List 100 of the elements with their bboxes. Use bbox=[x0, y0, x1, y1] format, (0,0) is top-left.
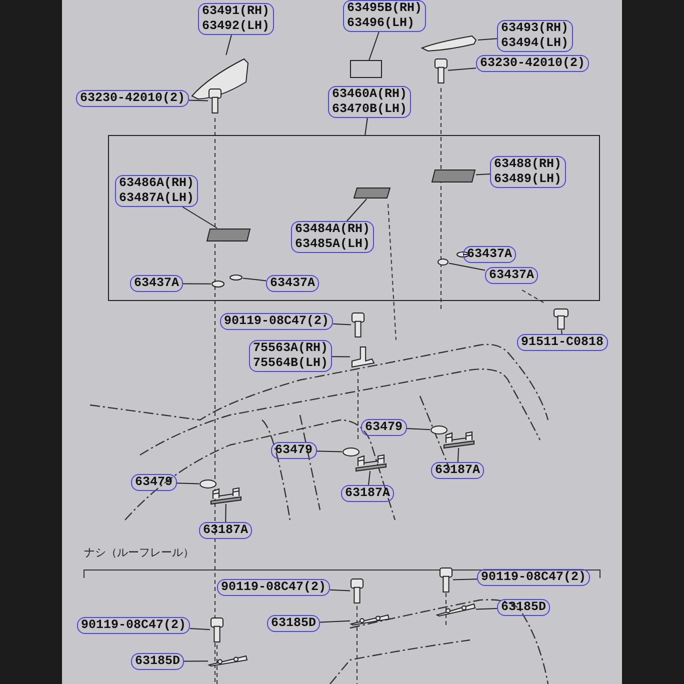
washer-drawing bbox=[437, 258, 449, 266]
callout-outline bbox=[77, 617, 190, 634]
leader-line bbox=[184, 660, 208, 662]
part-number: 63479 bbox=[275, 443, 313, 458]
leader-line bbox=[368, 32, 380, 60]
callout-outline bbox=[361, 419, 407, 436]
leader-line bbox=[182, 206, 218, 228]
leader-line bbox=[332, 356, 350, 358]
part-number: 63185D bbox=[271, 616, 316, 631]
part-number: 63485A(LH) bbox=[295, 237, 370, 252]
callout-outline bbox=[291, 221, 374, 253]
part-number: 63230-42010(2) bbox=[480, 56, 586, 71]
section-note: ナシ（ルーフレール） bbox=[84, 545, 194, 560]
callout-outline bbox=[476, 55, 590, 72]
leader-line bbox=[225, 504, 226, 522]
leader-line bbox=[476, 174, 490, 176]
leader-line bbox=[364, 118, 368, 136]
bracket-drawing bbox=[350, 614, 390, 626]
bolt-drawing bbox=[553, 308, 569, 330]
callout-outline bbox=[497, 599, 550, 616]
callout-outline bbox=[497, 20, 573, 52]
callout-outline bbox=[131, 653, 184, 670]
part-number: 90119-08C47(2) bbox=[81, 618, 186, 633]
leader-line bbox=[320, 620, 350, 623]
leader-line bbox=[561, 330, 562, 334]
leader-line bbox=[368, 470, 371, 486]
part-number: 63470B(LH) bbox=[332, 102, 408, 117]
part-number: 63187A bbox=[435, 463, 480, 478]
leader-line bbox=[478, 38, 498, 40]
part-number: 63492(LH) bbox=[202, 19, 270, 34]
leader-line bbox=[448, 262, 486, 271]
callout-outline bbox=[477, 569, 590, 586]
callout-outline bbox=[130, 275, 184, 292]
part-number: 63185D bbox=[501, 600, 546, 615]
leader-line bbox=[452, 578, 478, 580]
part-number: 63437A bbox=[467, 247, 512, 262]
leader-line bbox=[462, 254, 470, 255]
pad-drawing bbox=[353, 187, 391, 199]
bracket-drawing bbox=[350, 345, 376, 369]
bracket-drawing bbox=[208, 655, 248, 667]
callout-outline bbox=[341, 485, 394, 502]
leader-line bbox=[226, 34, 232, 56]
leader-line bbox=[190, 628, 210, 630]
pad-drawing bbox=[431, 169, 476, 183]
callout-outline bbox=[271, 442, 317, 459]
leader-line bbox=[406, 428, 430, 430]
callout-outline bbox=[328, 86, 412, 118]
callout-outline bbox=[115, 175, 198, 207]
bolt-drawing bbox=[439, 567, 453, 593]
pad-drawing bbox=[206, 228, 251, 242]
callout-outline bbox=[131, 474, 177, 491]
leader-line bbox=[448, 68, 476, 71]
bolt-drawing bbox=[210, 617, 224, 643]
part-number: 63496(LH) bbox=[347, 16, 416, 31]
fastener-drawing bbox=[210, 488, 242, 504]
callout-outline bbox=[220, 313, 334, 330]
part-number: 63479 bbox=[365, 420, 403, 435]
callout-outline bbox=[198, 3, 274, 35]
part-number: 63493(RH) bbox=[501, 21, 569, 36]
part-number: 63437A bbox=[134, 276, 180, 291]
callout-outline bbox=[431, 462, 484, 479]
part-number: 63486A(RH) bbox=[119, 176, 194, 191]
part-number: 63487A(LH) bbox=[119, 191, 194, 206]
leader-line bbox=[330, 589, 350, 592]
part-number: 63437A bbox=[270, 276, 316, 291]
callout-outline bbox=[76, 90, 190, 107]
bolt-drawing bbox=[434, 58, 448, 84]
part-number: 90119-08C47(2) bbox=[224, 314, 330, 329]
leader-line bbox=[346, 198, 368, 222]
washer-drawing bbox=[211, 280, 225, 288]
bolt-drawing bbox=[208, 88, 222, 114]
part-number: 63460A(RH) bbox=[332, 87, 408, 102]
assembly-frame bbox=[108, 135, 600, 301]
part-number: 63479 bbox=[135, 475, 173, 490]
leader-line bbox=[457, 448, 460, 462]
part-number: 63488(RH) bbox=[494, 157, 562, 172]
part-number: 63495B(RH) bbox=[347, 1, 422, 16]
fastener-drawing bbox=[443, 432, 475, 448]
washer-drawing bbox=[229, 274, 243, 281]
leader-line bbox=[176, 482, 200, 484]
callout-outline bbox=[249, 340, 332, 372]
part-number: 63489(LH) bbox=[494, 172, 562, 187]
callout-outline bbox=[266, 275, 320, 292]
bracket-drawing bbox=[436, 603, 476, 617]
part-number: 75563A(RH) bbox=[253, 341, 328, 356]
part-number: 63494(LH) bbox=[501, 36, 569, 51]
part-number: 63185D bbox=[135, 654, 180, 669]
part-number: 63187A bbox=[345, 486, 390, 501]
leader-line bbox=[182, 283, 212, 284]
part-number: 91511-C0818 bbox=[521, 335, 604, 350]
bolt-drawing bbox=[351, 312, 365, 338]
part-number: 75564B(LH) bbox=[253, 356, 328, 371]
leader-line bbox=[316, 450, 342, 452]
leader-line bbox=[332, 323, 352, 326]
assembly-frame bbox=[350, 60, 382, 78]
part-number: 63491(RH) bbox=[202, 4, 270, 19]
part-number: 63230-42010(2) bbox=[80, 91, 186, 106]
part-number: 63187A bbox=[203, 523, 248, 538]
fastener-drawing bbox=[355, 455, 387, 471]
leader-line bbox=[242, 278, 266, 282]
